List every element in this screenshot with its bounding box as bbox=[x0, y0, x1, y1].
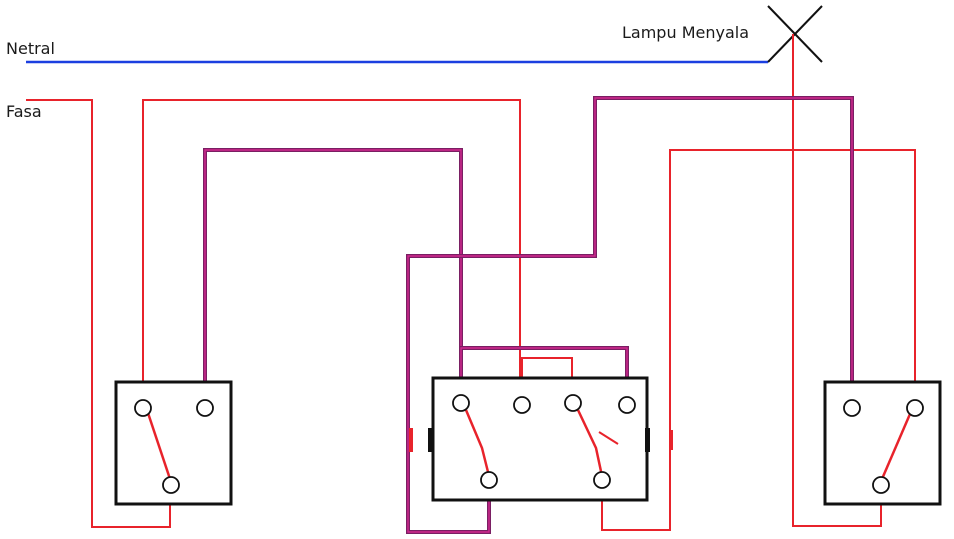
edit-marks bbox=[409, 428, 673, 452]
right-switch bbox=[823, 380, 942, 506]
phase-feed-wire bbox=[26, 99, 171, 528]
middle-switch bbox=[431, 376, 649, 502]
traveler-red-wire-1 bbox=[142, 99, 521, 405]
lamp-label: Lampu Menyala bbox=[622, 23, 749, 42]
traveler-red-wire-2 bbox=[601, 149, 916, 531]
lamp-icon bbox=[767, 5, 823, 63]
fasa-label: Fasa bbox=[6, 102, 42, 121]
netral-label: Netral bbox=[6, 39, 55, 58]
left-switch bbox=[114, 380, 233, 506]
